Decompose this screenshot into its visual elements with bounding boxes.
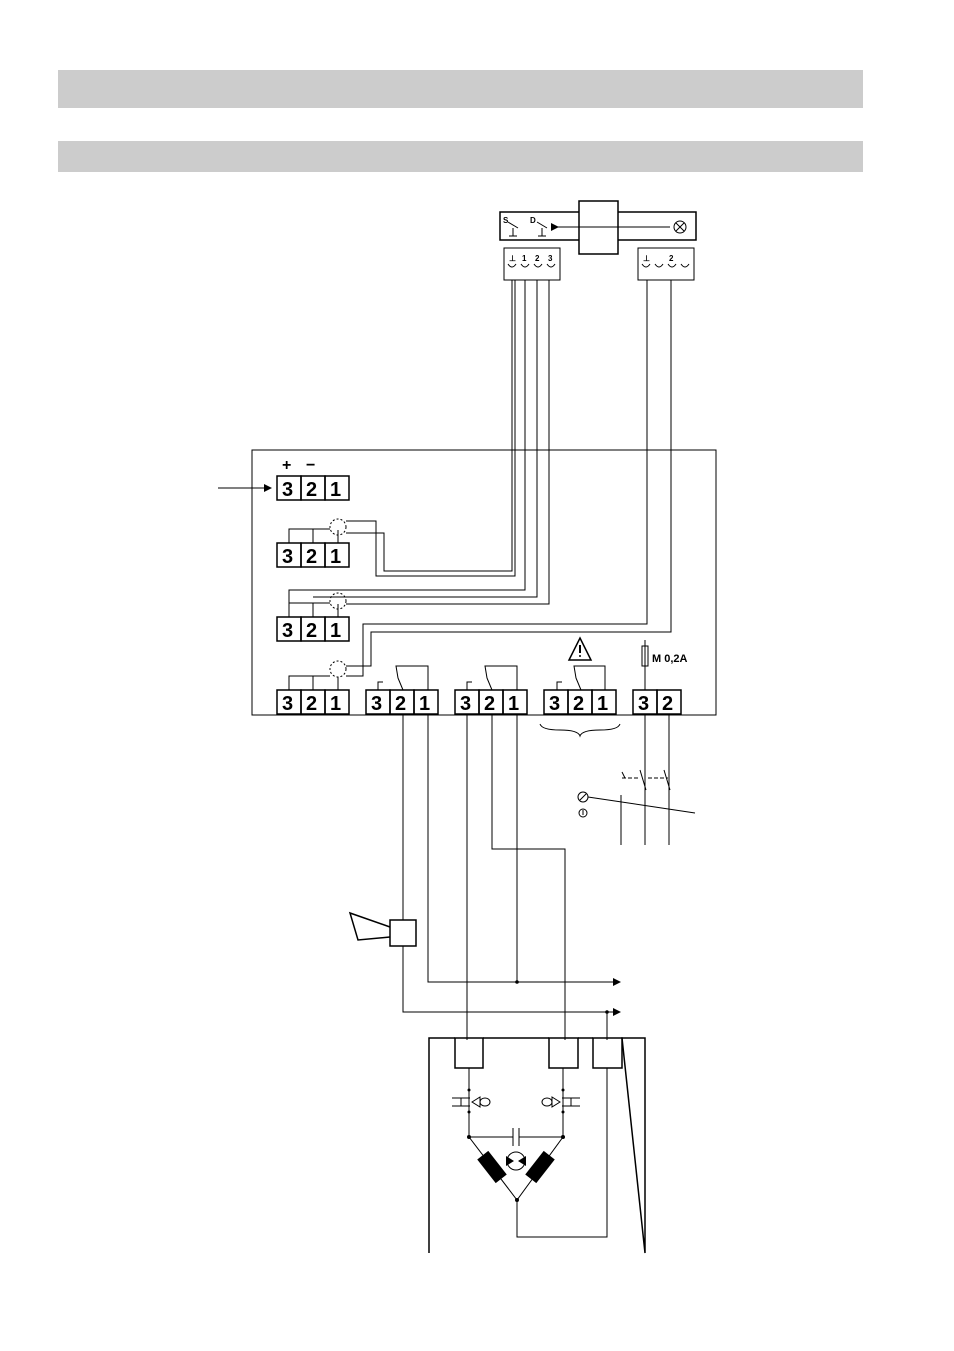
minus-sign: − (306, 457, 315, 474)
symbol-d: D (530, 216, 536, 225)
terminal-label: 1 (330, 546, 341, 568)
terminal-block-relay-2: 3 2 1 (454, 665, 528, 715)
ground-icon (577, 791, 589, 818)
terminal-label: 3 (282, 693, 293, 715)
pin-2: 2 (535, 254, 540, 263)
control-unit-box (251, 449, 717, 716)
warning-icon (567, 636, 593, 661)
limit-switch-right-icon (541, 1096, 580, 1108)
motor-terminal-1 (454, 1037, 484, 1069)
pin-2-right: 2 (669, 254, 674, 263)
terminal-block-sensor-b: 3 2 1 (276, 592, 350, 642)
shield-icon (329, 518, 347, 536)
motor-unit (428, 1037, 646, 1254)
terminal-label: 1 (330, 479, 341, 501)
pin-ground-right: ⊥ (643, 254, 650, 263)
terminal-label: 3 (371, 693, 382, 715)
terminal-label: 1 (330, 620, 341, 642)
capacitor-icon (512, 1128, 520, 1146)
brace-icon (539, 723, 621, 738)
symbol-s: S (503, 216, 509, 225)
terminal-label: 3 (282, 620, 293, 642)
motor-unit-housing (428, 1037, 646, 1254)
terminal-label: 2 (573, 693, 584, 715)
terminal-label: 2 (484, 693, 495, 715)
terminal-label: 1 (330, 693, 341, 715)
pin-ground-left: ⊥ (509, 254, 516, 263)
plus-sign: + (282, 457, 291, 474)
header-bar-2 (58, 141, 863, 172)
motor-terminal-2 (548, 1037, 579, 1069)
connector-left (503, 247, 561, 281)
shield-icon (329, 660, 347, 678)
terminal-label: 2 (306, 693, 317, 715)
terminal-block-relay-1: 3 2 1 (365, 665, 439, 715)
terminal-label: 1 (508, 693, 519, 715)
switch-d-icon (536, 221, 548, 237)
terminal-label: 1 (597, 693, 608, 715)
sensor-unit: S D ⊥ 1 2 3 ⊥ 2 (499, 200, 697, 281)
limit-switch-left-icon (452, 1096, 491, 1108)
terminal-label: 3 (282, 546, 293, 568)
pin-1: 1 (522, 254, 527, 263)
terminal-label: 3 (282, 479, 293, 501)
fuse-label: M 0,2A (652, 653, 688, 665)
terminal-block-sensor-c: 3 2 1 (276, 660, 350, 715)
terminal-label: 3 (460, 693, 471, 715)
lamp-icon (673, 220, 687, 234)
terminal-label: 2 (395, 693, 406, 715)
terminal-block-sensor-a: 3 2 1 (276, 518, 350, 568)
terminal-label: 2 (306, 479, 317, 501)
terminal-label: 1 (419, 693, 430, 715)
terminal-block-relay-3: 3 2 1 (539, 636, 621, 738)
terminal-label: 3 (638, 693, 649, 715)
motor-terminal-3 (592, 1037, 623, 1069)
terminal-label: 2 (306, 620, 317, 642)
shield-icon (329, 592, 347, 610)
switch-s-icon (507, 221, 519, 237)
winding-right-icon (525, 1150, 555, 1184)
terminal-label: 2 (306, 546, 317, 568)
output-wiring (348, 714, 696, 1040)
sensor-cables (288, 280, 672, 677)
header-bar-1 (58, 70, 863, 108)
terminal-block-input: + − 3 2 1 (276, 457, 350, 501)
terminal-block-power: M 0,2A 3 2 (632, 640, 688, 715)
pin-3: 3 (548, 254, 553, 263)
terminal-label: 3 (549, 693, 560, 715)
connector-right (637, 247, 695, 281)
horn-icon (348, 911, 417, 947)
winding-left-icon (477, 1150, 507, 1184)
terminal-label: 2 (662, 693, 673, 715)
motor-icon (506, 1151, 526, 1171)
